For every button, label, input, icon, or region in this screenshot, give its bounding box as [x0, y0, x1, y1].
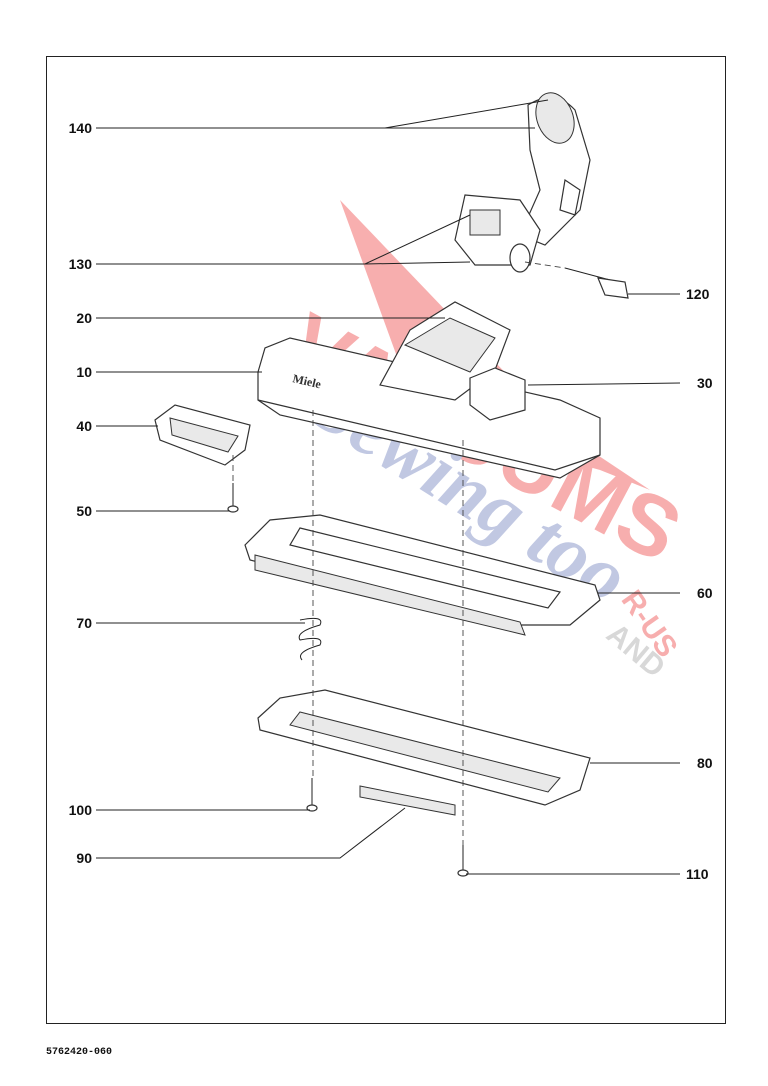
nozzle-logo: Miele [291, 371, 323, 391]
part-100-screw [306, 778, 318, 812]
callout-80: 80 [697, 755, 713, 771]
callout-100: 100 [68, 802, 92, 818]
part-110-screw [457, 845, 469, 877]
callout-20: 20 [76, 310, 92, 326]
part-30-clip [469, 367, 526, 421]
callout-70: 70 [76, 615, 92, 631]
callout-10: 10 [76, 364, 92, 380]
part-70-spring [298, 617, 322, 661]
part-90-strip [359, 785, 456, 816]
callout-110: 110 [686, 866, 709, 882]
leader-lines [96, 99, 681, 875]
part-120-pin [564, 267, 629, 299]
callout-120: 120 [686, 286, 710, 302]
callout-140: 140 [68, 120, 92, 136]
callout-90: 90 [76, 850, 92, 866]
callout-130: 130 [68, 256, 92, 272]
assembly-axes [232, 261, 566, 845]
part-80-base-plate [257, 689, 591, 806]
part-10-nozzle-body: Miele [257, 337, 601, 479]
callout-60: 60 [697, 585, 713, 601]
callout-50: 50 [76, 503, 92, 519]
part-40-cover [154, 404, 251, 466]
part-50-screw [227, 483, 239, 513]
part-130-swivel [454, 194, 541, 273]
document-number: 5762420-060 [46, 1047, 113, 1058]
part-60-brush-plate [244, 514, 601, 636]
callout-40: 40 [76, 418, 92, 434]
callout-30: 30 [697, 375, 713, 391]
diagram-frame [46, 56, 726, 1024]
